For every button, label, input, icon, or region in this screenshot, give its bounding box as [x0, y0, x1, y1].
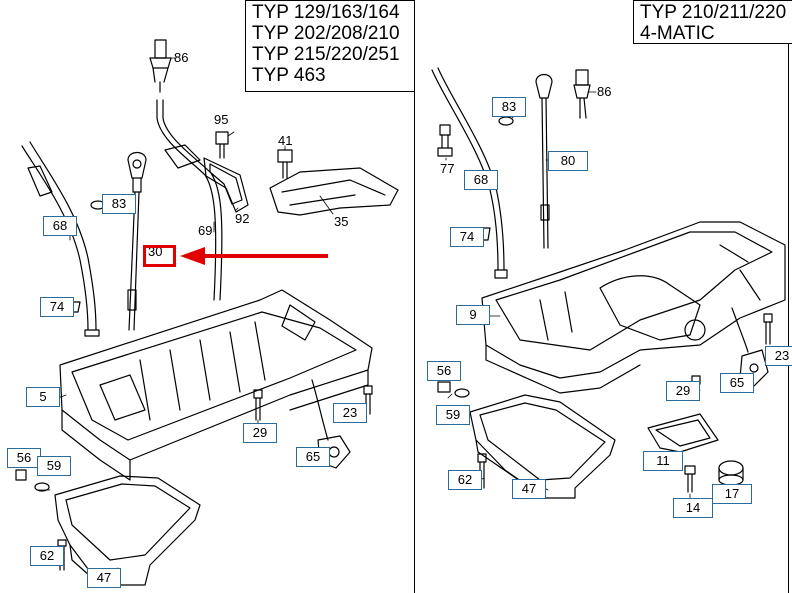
- label-41: 41: [278, 133, 293, 148]
- highlight-box-30: [143, 245, 176, 267]
- label-9: 9: [456, 305, 490, 325]
- bolt-95: [215, 131, 229, 159]
- label-56-right: 56: [427, 361, 461, 381]
- label-14: 14: [673, 498, 713, 518]
- label-77: 77: [440, 161, 455, 176]
- label-47-left: 47: [87, 568, 121, 588]
- label-56-left: 56: [7, 448, 41, 468]
- label-23-right: 23: [765, 346, 792, 366]
- dipstick-80-right: [535, 73, 553, 249]
- right-edge: [788, 0, 789, 593]
- guide-tube-69: [156, 99, 223, 301]
- bolt-23-right: [763, 313, 773, 345]
- label-17: 17: [712, 484, 752, 504]
- label-11: 11: [643, 451, 683, 471]
- label-65-left: 65: [296, 447, 330, 467]
- label-35: 35: [334, 214, 349, 229]
- bolt-41: [277, 149, 293, 179]
- label-5: 5: [26, 387, 60, 407]
- left-title-box: TYP 129/163/164 TYP 202/208/210 TYP 215/…: [245, 0, 415, 92]
- label-29-right: 29: [666, 381, 700, 401]
- right-title-line-2: 4-MATIC: [640, 23, 715, 44]
- bolt-14: [684, 465, 696, 493]
- label-62-right: 62: [448, 470, 482, 490]
- washer-83-right: [498, 116, 514, 126]
- sensor-86-right: [573, 69, 591, 119]
- label-74-left: 74: [40, 297, 74, 317]
- drain-plug-56-right: [437, 381, 470, 398]
- guide-tube-68-left: [21, 141, 100, 337]
- label-65-right: 65: [720, 373, 754, 393]
- sensor-86-left: [149, 39, 172, 93]
- left-title-line-4: TYP 463: [252, 65, 326, 86]
- label-83-left: 83: [102, 194, 136, 214]
- bolt-29-left: [253, 389, 263, 421]
- label-59-right: 59: [436, 405, 470, 425]
- label-30: 30: [148, 244, 163, 259]
- label-74-right: 74: [450, 227, 484, 247]
- label-83-right: 83: [492, 97, 526, 117]
- baffle-35: [269, 167, 399, 216]
- gasket-92: [203, 157, 249, 213]
- panel-divider: [414, 0, 415, 593]
- part-17: [718, 460, 744, 486]
- red-arrow: [180, 247, 328, 265]
- label-68-right: 68: [464, 170, 498, 190]
- label-62-left: 62: [30, 546, 64, 566]
- label-68-left: 68: [43, 216, 77, 236]
- left-title-line-1: TYP 129/163/164: [252, 2, 400, 23]
- label-59-left: 59: [37, 456, 71, 476]
- label-69: 69: [198, 223, 213, 238]
- label-80: 80: [548, 151, 588, 171]
- right-title-box: TYP 210/211/220 4-MATIC: [633, 0, 792, 44]
- oil-pan-upper-right: [481, 221, 786, 394]
- label-92: 92: [235, 211, 250, 226]
- drain-plug-56-left: [15, 469, 50, 492]
- label-29-left: 29: [243, 423, 277, 443]
- bolt-77: [437, 124, 453, 157]
- label-95: 95: [214, 112, 229, 127]
- left-title-line-2: TYP 202/208/210: [252, 23, 400, 44]
- label-86-right: 86: [597, 84, 612, 99]
- label-47-right: 47: [512, 479, 546, 499]
- label-23-left: 23: [333, 403, 367, 423]
- dipstick-30: [127, 151, 147, 331]
- right-title-line-1: TYP 210/211/220: [640, 2, 787, 23]
- label-86-left: 86: [174, 50, 189, 65]
- left-title-line-3: TYP 215/220/251: [252, 44, 400, 65]
- oil-pan-upper-left: [59, 289, 373, 481]
- oil-pan-lower-left: [54, 475, 201, 586]
- gasket-11: [647, 413, 719, 453]
